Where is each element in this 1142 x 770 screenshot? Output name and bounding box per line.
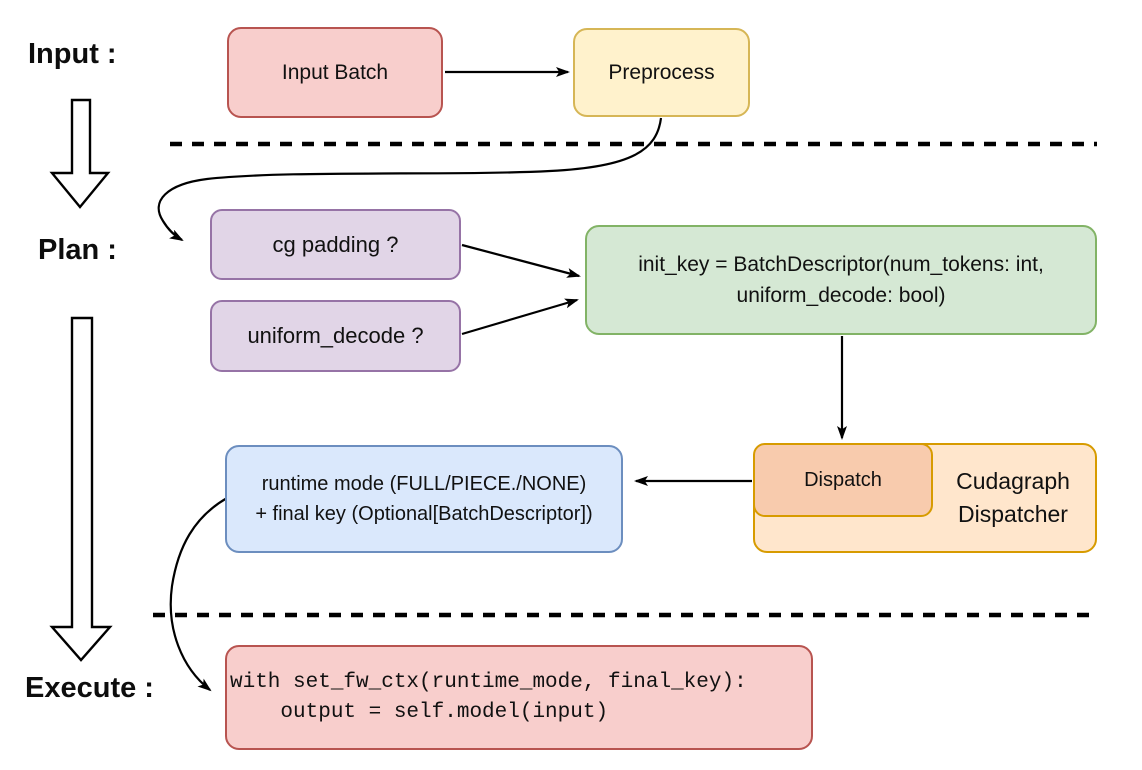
cudagraph-dispatcher-line1: Cudagraph xyxy=(956,468,1070,494)
execute-code-line2: output = self.model(input) xyxy=(230,700,609,724)
execute-code-node: with set_fw_ctx(runtime_mode, final_key)… xyxy=(225,645,813,750)
connector-runtime-mode-to-execute-code xyxy=(169,497,228,692)
dispatch-node: Dispatch xyxy=(753,443,933,517)
runtime-mode-node: runtime mode (FULL/PIECE./NONE) + final … xyxy=(225,445,623,553)
runtime-mode-line2: + final key (Optional[BatchDescriptor]) xyxy=(255,503,593,525)
preprocess-label: Preprocess xyxy=(608,60,715,84)
input-to-plan-arrow-icon xyxy=(49,98,111,209)
init-key-node: init_key = BatchDescriptor(num_tokens: i… xyxy=(585,225,1097,335)
connector-cg-padding-to-init-key xyxy=(461,243,581,278)
plan-phase-label: Plan : xyxy=(38,234,117,266)
init-key-line1: init_key = BatchDescriptor(num_tokens: i… xyxy=(638,253,1044,276)
uniform-decode-node: uniform_decode ? xyxy=(210,300,461,372)
connector-uniform-decode-to-init-key xyxy=(461,298,579,336)
init-key-line2: uniform_decode: bool) xyxy=(736,284,946,307)
input-batch-label: Input Batch xyxy=(281,60,389,84)
dispatch-label: Dispatch xyxy=(804,469,882,491)
cg-padding-label: cg padding ? xyxy=(272,231,399,257)
execute-phase-label: Execute : xyxy=(25,672,154,704)
input-batch-node: Input Batch xyxy=(227,27,443,118)
runtime-mode-line1: runtime mode (FULL/PIECE./NONE) xyxy=(261,473,587,495)
cudagraph-dispatcher-label: Cudagraph Dispatcher xyxy=(931,445,1095,551)
preprocess-node: Preprocess xyxy=(573,28,750,117)
cg-padding-node: cg padding ? xyxy=(210,209,461,280)
cudagraph-dispatcher-line2: Dispatcher xyxy=(958,501,1068,527)
execute-code-line1: with set_fw_ctx(runtime_mode, final_key)… xyxy=(230,670,747,694)
plan-to-execute-arrow-icon xyxy=(49,316,113,662)
input-phase-label: Input : xyxy=(28,38,117,70)
uniform-decode-label: uniform_decode ? xyxy=(247,323,424,348)
